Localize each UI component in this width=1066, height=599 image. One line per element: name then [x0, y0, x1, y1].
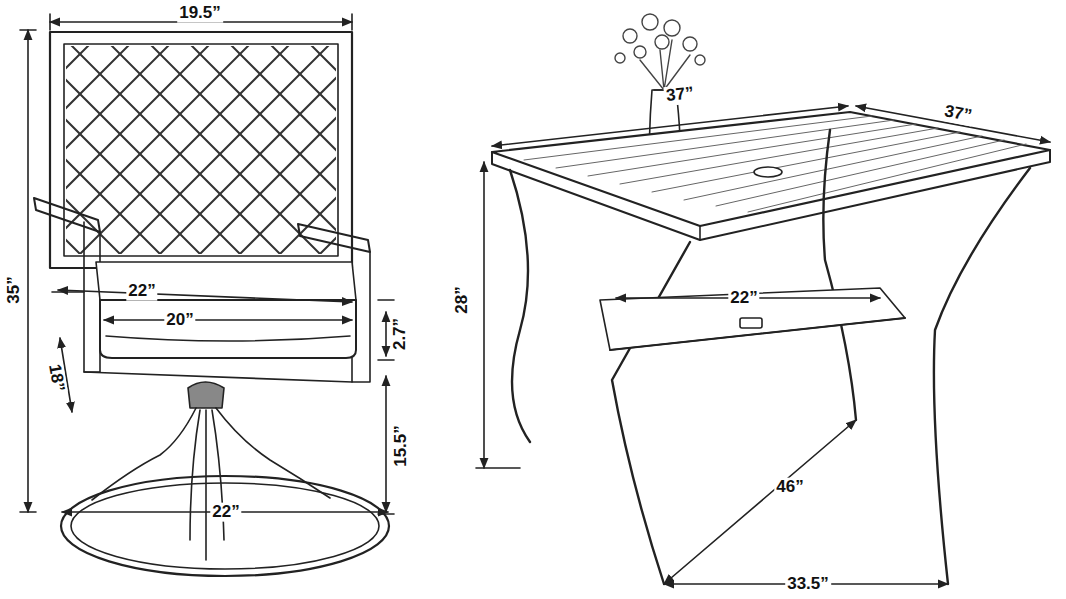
- dimension-label: 33.5”: [785, 575, 831, 594]
- dimension-label: 2.7”: [391, 316, 410, 352]
- dimension-label: 22”: [126, 282, 157, 301]
- dimension-label: 20”: [164, 311, 195, 330]
- dimension-label: 15.5”: [392, 423, 411, 469]
- dimension-label: 19.5”: [177, 4, 223, 23]
- dimension-label: 35”: [5, 274, 24, 305]
- dimension-label: 22”: [728, 289, 759, 308]
- dimension-label: 22”: [210, 503, 241, 522]
- dimension-label: 37”: [663, 84, 696, 106]
- dimension-label: 28”: [453, 284, 472, 315]
- dimension-label: 46”: [774, 478, 805, 497]
- dimension-label: 18”: [44, 361, 68, 395]
